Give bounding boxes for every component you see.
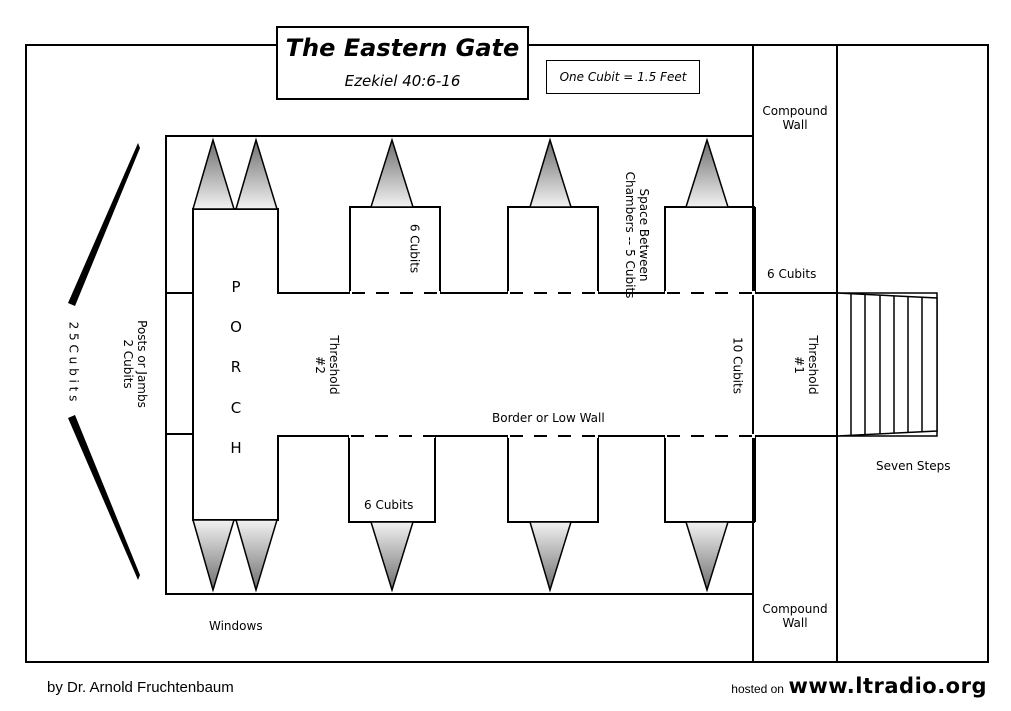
porch-letter-p: P <box>231 278 241 296</box>
label-line: Chambers -- 5 Cubits <box>622 171 637 299</box>
chamber-top-3 <box>664 206 755 293</box>
border-low-wall-label: Border or Low Wall <box>492 411 605 425</box>
window-icon <box>528 137 573 208</box>
diagram-title: The Eastern Gate <box>285 34 520 62</box>
threshold-1-outline-bottom <box>754 435 837 522</box>
site-link[interactable]: www.ltradio.org <box>788 674 987 698</box>
label-line: Threshold <box>327 335 341 395</box>
window-icon <box>192 137 236 210</box>
title-box: The Eastern Gate Ezekiel 40:6-16 <box>276 26 529 100</box>
label-line: Threshold <box>806 335 820 395</box>
porch-letter-r: R <box>230 358 242 376</box>
label-line: #2 <box>312 356 327 374</box>
measure-bracket-bottom <box>68 415 140 580</box>
windows-label: Windows <box>209 619 263 633</box>
window-icon <box>235 137 279 210</box>
six-cubits-chamber-label: 6 Cubits <box>407 223 422 274</box>
space-between-label: Space Between Chambers -- 5 Cubits <box>621 170 651 300</box>
label-line: Posts or Jambs <box>135 320 149 408</box>
posts-jambs-label: Posts or Jambs 2 Cubits <box>119 314 149 414</box>
chamber-bottom-3 <box>664 436 755 523</box>
label-line: Wall <box>782 118 808 133</box>
measure-bracket-top <box>68 143 140 306</box>
diagram-subtitle: Ezekiel 40:6-16 <box>344 72 461 90</box>
window-icon <box>528 521 573 593</box>
compound-wall-bottom-label: Compound Wall <box>753 602 837 631</box>
label-line: Compound <box>762 104 828 118</box>
window-icon <box>192 519 236 593</box>
window-icon <box>235 519 279 593</box>
scale-note: One Cubit = 1.5 Feet <box>546 60 700 94</box>
label-line: #1 <box>791 356 806 374</box>
window-icon <box>684 137 730 208</box>
ten-cubits-label: 10 Cubits <box>730 337 745 394</box>
chamber-top-2 <box>507 206 599 293</box>
hosted-credit: hosted on www.ltradio.org <box>731 674 987 698</box>
window-icon <box>684 521 730 593</box>
threshold-1-label: Threshold #1 <box>790 332 820 398</box>
window-icon <box>369 521 415 593</box>
porch-lower <box>192 434 350 521</box>
compound-wall-top-label: Compound Wall <box>753 104 837 133</box>
six-cubits-right-label: 6 Cubits <box>767 267 817 281</box>
seven-steps-label: Seven Steps <box>876 459 951 473</box>
threshold-2-label: Threshold #2 <box>311 332 341 398</box>
gate-outline <box>165 135 753 595</box>
porch-upper <box>192 208 350 434</box>
porch-letter-h: H <box>230 439 242 457</box>
author-credit: by Dr. Arnold Fruchtenbaum <box>47 679 234 696</box>
six-cubits-bottom-label: 6 Cubits <box>364 498 414 512</box>
twenty-five-cubits-label: 2 5 C u b i t s <box>66 321 81 402</box>
chamber-bottom-2 <box>507 436 599 523</box>
window-icon <box>369 137 415 208</box>
porch-letter-o: O <box>230 318 242 336</box>
chamber-top-1 <box>349 206 441 293</box>
hosted-on-text: hosted on <box>731 682 784 696</box>
step-lines <box>850 293 923 436</box>
porch-letter-c: C <box>230 399 242 417</box>
label-line: 2 Cubits <box>120 339 135 389</box>
label-line: Wall <box>782 616 808 631</box>
label-line: Compound <box>762 602 828 616</box>
label-line: Space Between <box>637 188 651 282</box>
